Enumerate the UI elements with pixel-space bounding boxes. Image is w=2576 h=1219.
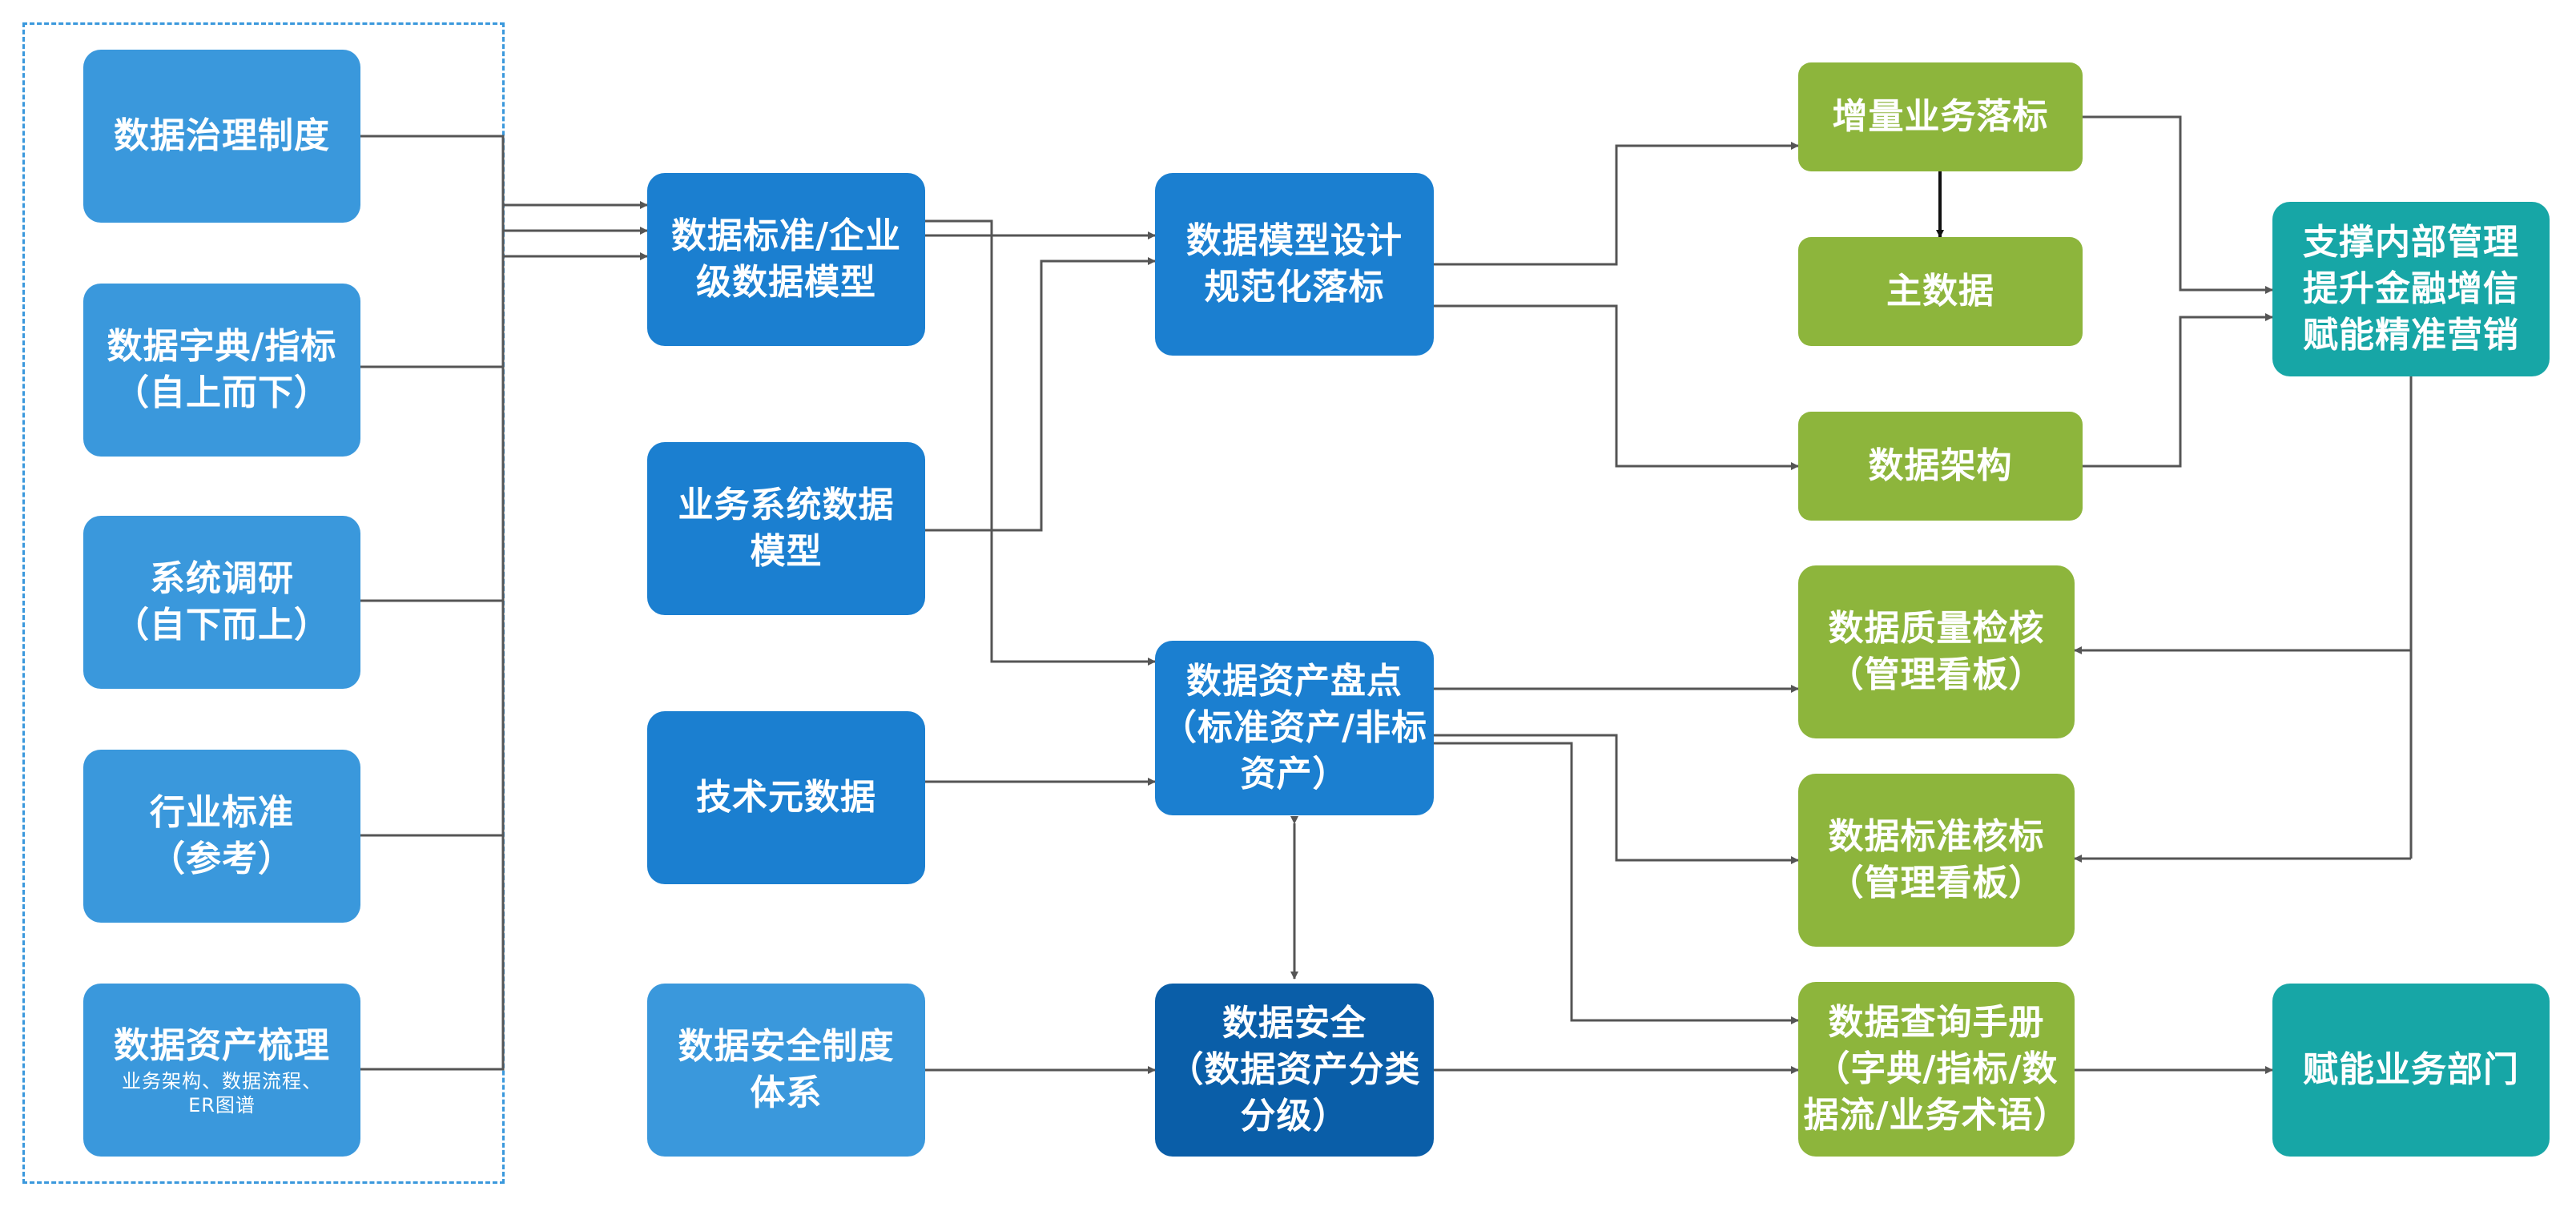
node-sublabel: （字典/指标/数 [1814, 1048, 2059, 1089]
node-label: 增量业务落标 [1832, 96, 2049, 137]
node-data-model-design[interactable]: 数据模型设计 规范化落标 [1155, 173, 1434, 356]
node-data-query-manual[interactable]: 数据查询手册 （字典/指标/数 据流/业务术语） [1798, 982, 2075, 1157]
node-data-quality-check[interactable]: 数据质量检核 （管理看板） [1798, 565, 2075, 738]
node-data-dictionary-metrics[interactable]: 数据字典/指标 （自上而下） [83, 284, 360, 457]
node-data-standard-check[interactable]: 数据标准核标 （管理看板） [1798, 774, 2075, 947]
node-sublabel: （数据资产分类 [1168, 1049, 1421, 1090]
node-label: 规范化落标 [1204, 267, 1385, 308]
node-technical-metadata[interactable]: 技术元数据 [647, 711, 925, 884]
node-empower-business-departments[interactable]: 赋能业务部门 [2272, 984, 2550, 1157]
node-label: 数据资产梳理 [114, 1025, 330, 1066]
node-label: 数据标准/企业 [670, 215, 902, 256]
node-incremental-business-standard[interactable]: 增量业务落标 [1798, 62, 2083, 171]
node-system-research[interactable]: 系统调研 （自下而上） [83, 516, 360, 689]
node-label: 赋能业务部门 [2303, 1049, 2519, 1090]
node-label: 行业标准 [150, 792, 294, 833]
node-sublabel: （自下而上） [114, 605, 330, 646]
connector-incremental-to-support [2083, 115, 2273, 294]
connector-standard-to-inventory [925, 219, 1156, 666]
node-label: 级数据模型 [696, 262, 876, 303]
node-sublabel: （自上而下） [114, 372, 330, 413]
node-label: 数据质量检核 [1828, 608, 2045, 649]
node-data-asset-sorting[interactable]: 数据资产梳理 业务架构、数据流程、 ER图谱 [83, 984, 360, 1157]
connector-architecture-to-support [2083, 313, 2273, 468]
node-small-label: 业务架构、数据流程、 [122, 1070, 322, 1092]
node-label: 数据架构 [1868, 445, 2013, 486]
node-data-architecture[interactable]: 数据架构 [1798, 412, 2083, 521]
node-support-internal-management[interactable]: 支撑内部管理 提升金融增信 赋能精准营销 [2272, 202, 2550, 376]
node-sublabel: （标准资产/非标 [1161, 707, 1428, 748]
connector-design-to-incremental [1434, 142, 1799, 266]
node-label: 数据安全 [1222, 1003, 1366, 1044]
node-master-data[interactable]: 主数据 [1798, 237, 2083, 346]
node-label: 数据字典/指标 [107, 326, 337, 367]
node-label: 体系 [750, 1072, 823, 1113]
connector-inventory-to-query-manual [1434, 742, 1799, 1024]
node-label: 数据查询手册 [1828, 1002, 2045, 1043]
node-industry-standard[interactable]: 行业标准 （参考） [83, 750, 360, 923]
node-sublabel: （管理看板） [1828, 654, 2045, 695]
node-label: 数据资产盘点 [1186, 661, 1403, 702]
node-label: 提升金融增信 [2303, 268, 2519, 309]
node-data-standard-enterprise-model[interactable]: 数据标准/企业 级数据模型 [647, 173, 925, 346]
connector-inventory-to-standard-check [1434, 734, 1799, 864]
node-label: 模型 [750, 531, 823, 572]
node-business-system-data-model[interactable]: 业务系统数据 模型 [647, 442, 925, 615]
connector-governance-to-bus [360, 135, 505, 205]
node-label: 业务系统数据 [678, 485, 895, 525]
node-label: 技术元数据 [696, 777, 876, 818]
node-small-label: ER图谱 [188, 1094, 256, 1116]
node-sublabel: 资产） [1240, 754, 1349, 795]
connector-asset-sort-to-bus [360, 205, 505, 1071]
node-label: 数据治理制度 [114, 115, 330, 156]
node-label: 赋能精准营销 [2303, 315, 2519, 356]
node-label: 系统调研 [150, 558, 294, 599]
node-label: 支撑内部管理 [2303, 222, 2519, 263]
connector-business-model-to-design [925, 257, 1156, 532]
node-label: 数据安全制度 [678, 1026, 895, 1067]
node-label: 主数据 [1886, 271, 1994, 312]
node-data-security-policy-system[interactable]: 数据安全制度 体系 [647, 984, 925, 1157]
connector-design-to-architecture [1434, 304, 1799, 470]
node-sublabel: 分级） [1240, 1096, 1349, 1137]
node-data-asset-inventory[interactable]: 数据资产盘点 （标准资产/非标 资产） [1155, 641, 1434, 815]
node-sublabel: 据流/业务术语） [1803, 1095, 2070, 1136]
node-sublabel: （参考） [150, 839, 294, 879]
node-sublabel: （管理看板） [1828, 863, 2045, 903]
node-label: 数据标准核标 [1828, 816, 2045, 857]
node-data-security[interactable]: 数据安全 （数据资产分类 分级） [1155, 984, 1434, 1157]
node-label: 数据模型设计 [1186, 220, 1403, 261]
node-data-governance-policy[interactable]: 数据治理制度 [83, 50, 360, 223]
